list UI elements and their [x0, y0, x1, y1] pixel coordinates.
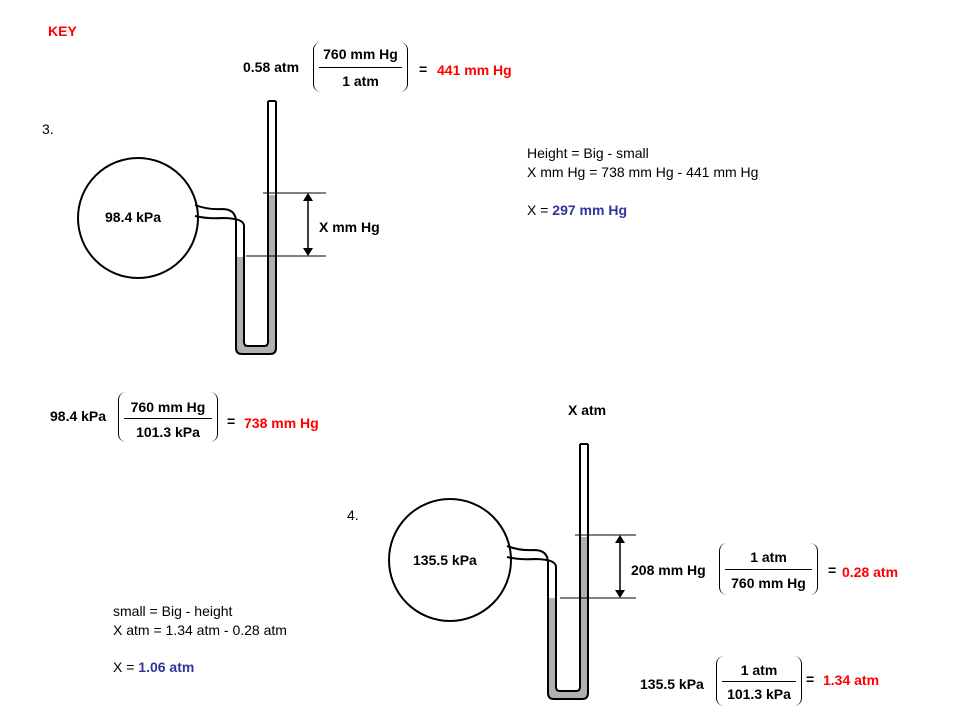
work-3-line1: Height = Big - small	[527, 145, 649, 161]
conv1-4-numerator: 1 atm	[750, 549, 787, 565]
work-4-line1: small = Big - height	[113, 603, 233, 619]
tube-inner-4	[506, 444, 581, 692]
mercury-4	[548, 537, 588, 699]
conv2-3-fraction: 760 mm Hg 101.3 kPa	[118, 392, 218, 442]
height-4-label: 208 mm Hg	[631, 562, 706, 578]
conv1-3-fraction: 760 mm Hg 1 atm	[313, 42, 408, 92]
work-4-answer: X = 1.06 atm	[113, 659, 194, 675]
conv2-4-lhs: 135.5 kPa	[640, 676, 704, 692]
conv1-4-denominator: 760 mm Hg	[731, 575, 806, 591]
manometer-3	[77, 100, 326, 355]
work-3-answer-value: 297 mm Hg	[552, 202, 627, 218]
bulb-3	[77, 157, 199, 279]
work-4-answer-value: 1.06 atm	[138, 659, 195, 675]
conv2-3-equals: =	[227, 413, 236, 429]
conv2-3-lhs: 98.4 kPa	[50, 408, 107, 424]
conv2-3-numerator: 760 mm Hg	[130, 399, 206, 415]
conv1-4-result: 0.28 atm	[842, 564, 899, 580]
work-3-line2: X mm Hg = 738 mm Hg - 441 mm Hg	[527, 164, 759, 180]
conv1-3-result: 441 mm Hg	[437, 62, 512, 78]
tube-outer-4	[506, 444, 589, 700]
bulb-4-pressure: 135.5 kPa	[413, 552, 477, 568]
conv2-3-denominator: 101.3 kPa	[136, 424, 200, 440]
key-label: KEY	[48, 23, 77, 39]
conv2-4-result: 1.34 atm	[823, 672, 880, 688]
problem-3-number: 3.	[42, 121, 54, 137]
work-3-answer: X = 297 mm Hg	[527, 202, 627, 218]
problem-4-number: 4.	[347, 507, 359, 523]
conv2-4-fraction: 1 atm 101.3 kPa	[716, 656, 802, 706]
conv2-3-result: 738 mm Hg	[244, 415, 319, 431]
height-3-label: X mm Hg	[319, 219, 380, 235]
conv1-3-denominator: 1 atm	[342, 73, 379, 89]
conv1-3-lhs: 0.58 atm	[243, 59, 300, 75]
conv1-3-numerator: 760 mm Hg	[323, 46, 398, 62]
conv1-3-equals: =	[419, 61, 428, 77]
mercury-3	[236, 195, 276, 354]
conv2-4-equals: =	[806, 671, 815, 687]
conv2-4-numerator: 1 atm	[740, 662, 778, 678]
tube-inner-3	[194, 101, 269, 347]
problem-4-top-label: X atm	[568, 402, 607, 418]
work-3-answer-prefix: X =	[527, 202, 553, 218]
manometer-4	[388, 443, 636, 700]
bulb-3-pressure: 98.4 kPa	[105, 209, 162, 225]
tube-outer-3	[194, 101, 277, 355]
conv2-4-denominator: 101.3 kPa	[727, 686, 791, 702]
conv1-4-fraction: 1 atm 760 mm Hg	[719, 543, 818, 595]
work-4-answer-prefix: X =	[113, 659, 139, 675]
bulb-4	[388, 498, 512, 622]
work-4-line2: X atm = 1.34 atm - 0.28 atm	[113, 622, 287, 638]
conv1-4-equals: =	[828, 562, 837, 578]
